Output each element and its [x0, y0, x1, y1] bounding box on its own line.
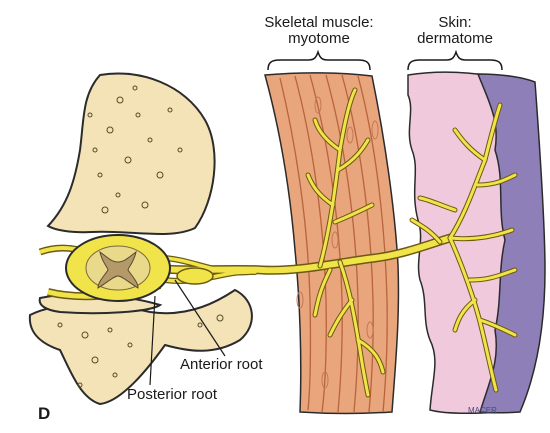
myotome-title-line2: myotome [250, 30, 388, 47]
label-braces [268, 52, 502, 70]
upper-vertebra [48, 73, 215, 234]
dermatome-title-line2: dermatome [395, 30, 515, 47]
skin-brace [408, 52, 502, 70]
spinal-ganglion [177, 268, 213, 284]
dermatome-title-line1: Skin: [395, 14, 515, 31]
artist-signature: MACER [468, 402, 497, 419]
panel-letter: D [38, 405, 50, 422]
myotome-title-line1: Skeletal muscle: [250, 14, 388, 31]
posterior-root-label: Posterior root [127, 386, 217, 403]
anterior-root-label: Anterior root [180, 356, 263, 373]
muscle-brace [268, 52, 370, 70]
